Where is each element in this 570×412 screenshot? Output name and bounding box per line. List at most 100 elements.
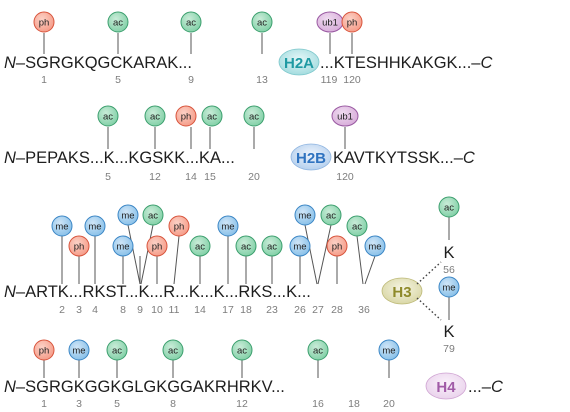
h3-pos-26: 26 [294, 304, 306, 316]
svg-text:ac: ac [186, 18, 196, 29]
h3-mark-ph-11: ph [168, 215, 190, 237]
h3-mark-me-36: me [364, 235, 386, 257]
h2b-pos-14: 14 [185, 171, 197, 183]
h2a-pos-5: 5 [115, 74, 121, 86]
h3-pos-17: 17 [222, 304, 234, 316]
h4-mark-ph-1: ph [33, 339, 55, 378]
h2b-sequence: N–PEPAKS...K...KGSKK...KA... [4, 149, 235, 167]
h2a-mark-ac-13: ac [251, 11, 273, 54]
h2a-pos-9: 9 [188, 74, 194, 86]
svg-text:ac: ac [444, 203, 454, 214]
h4-mark-ac-12: ac [231, 339, 253, 378]
h2b-mark-ph-14: ph [175, 105, 197, 149]
h4-sequence-after: ...–C [468, 378, 503, 396]
h3-pos-4: 4 [92, 304, 98, 316]
h3-branch-k56: ac K 56 [438, 196, 460, 276]
h3-row: N–ARTK...RKST...K...R...K...K...RKS...K.… [4, 196, 460, 355]
svg-text:ph: ph [39, 18, 50, 29]
h2b-pos-20: 20 [248, 171, 260, 183]
h2a-pos-120: 120 [343, 74, 361, 86]
svg-text:me: me [221, 222, 234, 233]
svg-text:me: me [442, 283, 455, 294]
h3-label: H3 [381, 277, 423, 305]
h2a-sequence-after: ...KTESHHKAKGK...–C [320, 54, 492, 72]
h2b-pos-5: 5 [105, 171, 111, 183]
h3-mark-me-9: me [117, 204, 139, 226]
h2b-row: N–PEPAKS...K...KGSKK...KA... H2B KAVTKYT… [4, 105, 475, 183]
h4-label: H4 [425, 372, 467, 400]
svg-text:ac: ac [113, 18, 123, 29]
svg-text:me: me [116, 242, 129, 253]
h2b-name: H2B [296, 150, 326, 167]
h3-pos-28: 28 [331, 304, 343, 316]
h4-pos-8: 8 [170, 398, 176, 410]
svg-text:ub1: ub1 [337, 112, 353, 123]
h3-mark-me-26b: me [289, 235, 311, 257]
h4-pos-3: 3 [76, 398, 82, 410]
svg-text:me: me [382, 346, 395, 357]
svg-text:me: me [72, 346, 85, 357]
h3-mark-me-26: me [294, 204, 316, 226]
h2a-mark-ph-120: ph [341, 11, 363, 54]
h2b-mark-ac-15: ac [201, 105, 223, 149]
h4-mark-ac-16: ac [307, 339, 329, 378]
h2a-mark-ph-1: ph [33, 11, 55, 54]
h2a-row: N–SGRGKQGCKARAK... H2A ...KTESHHKAKGK...… [4, 11, 492, 86]
h4-pos-12: 12 [236, 398, 248, 410]
svg-text:me: me [293, 242, 306, 253]
h3-mark-ph-3: ph [68, 235, 90, 257]
h4-sequence: N–SGRGKGGKGLGKGGAKRHRKV... [4, 378, 285, 396]
h3-pos-10: 10 [151, 304, 163, 316]
h3-pos-8: 8 [120, 304, 126, 316]
h3-mark-ac-18: ac [235, 235, 257, 257]
h2a-name: H2A [284, 55, 314, 72]
h4-mark-me-3: me [68, 339, 90, 378]
h2b-pos-120: 120 [336, 171, 354, 183]
h4-mark-ac-5: ac [106, 339, 128, 378]
h4-name: H4 [436, 379, 456, 396]
h3-mark-me-17: me [217, 215, 239, 237]
h2b-mark-ac-20: ac [243, 105, 265, 149]
h3-mark-me-2: me [51, 215, 73, 237]
svg-text:ac: ac [168, 346, 178, 357]
svg-text:ub1: ub1 [322, 18, 338, 29]
h3-mark-me-4: me [84, 215, 106, 237]
h2b-mark-ub1-120: ub1 [331, 105, 359, 149]
h2a-label: H2A [278, 48, 320, 76]
h2a-pos-13: 13 [256, 74, 268, 86]
svg-text:ac: ac [237, 346, 247, 357]
h3-pos-23: 23 [266, 304, 278, 316]
svg-text:ac: ac [150, 112, 160, 123]
h3-mark-me-8: me [112, 235, 134, 257]
h2b-mark-ac-12: ac [144, 105, 166, 149]
svg-text:ph: ph [347, 18, 358, 29]
svg-text:ac: ac [257, 18, 267, 29]
svg-text:ac: ac [207, 112, 217, 123]
svg-text:ac: ac [195, 242, 205, 253]
h3-pos-14: 14 [194, 304, 206, 316]
h4-row: N–SGRGKGGKGLGKGGAKRHRKV... H4 ...–C ph m… [4, 339, 503, 410]
h3-name: H3 [392, 284, 411, 301]
h3-branch-residue-79: K [443, 323, 454, 341]
svg-text:me: me [121, 211, 134, 222]
h4-pos-5: 5 [114, 398, 120, 410]
h3-pos-3: 3 [76, 304, 82, 316]
h4-pos-1: 1 [41, 398, 47, 410]
h3-branch-line-79 [416, 297, 442, 321]
h3-mark-ac-9: ac [142, 204, 164, 226]
h3-mark-ac-23: ac [261, 235, 283, 257]
h3-branch-residue-56: K [443, 244, 454, 262]
svg-text:ac: ac [352, 222, 362, 233]
h3-pos-36: 36 [358, 304, 370, 316]
h2a-mark-ub1-119: ub1 [316, 11, 344, 54]
svg-text:ph: ph [152, 242, 163, 253]
h2b-mark-ac-5: ac [97, 105, 119, 149]
h3-pos-11: 11 [169, 304, 180, 316]
h2b-label: H2B [290, 143, 332, 171]
svg-text:ac: ac [249, 112, 259, 123]
h3-pos-56: 56 [443, 264, 455, 276]
svg-text:me: me [298, 211, 311, 222]
svg-text:ph: ph [39, 346, 50, 357]
svg-text:ac: ac [148, 211, 158, 222]
